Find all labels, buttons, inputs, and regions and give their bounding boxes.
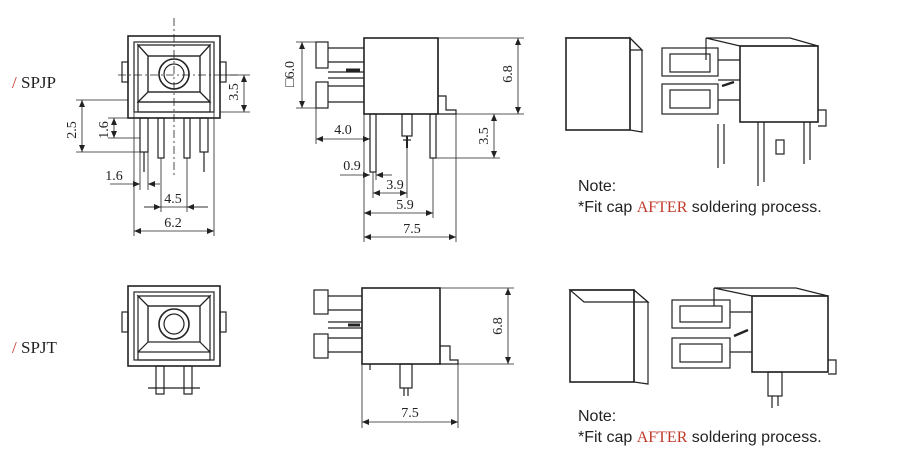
note-spjt: Note: *Fit cap AFTER soldering process. [578,406,822,448]
note-suffix: soldering process. [687,429,822,446]
dim-spjp-side-4-0: 4.0 [334,123,352,138]
note-emphasis: AFTER [636,199,688,216]
spjt-front-view [121,285,227,395]
variant-slash: / [12,73,17,92]
spjp-front-view [118,18,240,175]
note-prefix: *Fit cap [578,199,637,216]
spjt-side-view [313,287,459,396]
dim-spjt-side-7-5: 7.5 [401,406,419,421]
spjp-body-3d [661,37,827,186]
dim-spjp-side-0-9: 0.9 [343,159,361,174]
variant-name: SPJP [20,73,56,92]
spjt-side-dimensions [361,287,514,428]
spjp-side-view [315,37,457,173]
variant-slash: / [12,338,17,357]
dim-spjp-front-1-6-horizontal: 1.6 [105,169,123,184]
note-title: Note: [578,408,617,425]
spjt-body-3d [671,287,837,408]
variant-label-spjt: / SPJT [12,338,57,358]
dim-spjp-side-6-8: 6.8 [501,65,516,83]
note-text: *Fit cap AFTER soldering process. [578,197,822,218]
spjp-cap-3d [564,36,644,133]
dim-spjp-front-4-5: 4.5 [164,192,182,207]
dim-spjp-side-6-0: □6.0 [283,61,298,87]
dim-spjp-front-3-5: 3.5 [227,83,242,101]
note-title: Note: [578,178,617,195]
dim-spjp-side-3-9: 3.9 [386,178,404,193]
note-spjp: Note: *Fit cap AFTER soldering process. [578,176,822,218]
spjp-front-dimensions [76,74,250,236]
note-suffix: soldering process. [687,199,822,216]
note-prefix: *Fit cap [578,429,637,446]
dim-spjp-front-1-6-vertical: 1.6 [97,121,112,139]
variant-label-spjp: / SPJP [12,73,56,93]
dim-spjt-side-6-8: 6.8 [491,317,506,335]
dim-spjp-side-5-9: 5.9 [396,198,414,213]
note-text: *Fit cap AFTER soldering process. [578,427,822,448]
dim-spjp-side-7-5: 7.5 [403,222,421,237]
note-emphasis: AFTER [636,429,688,446]
variant-name: SPJT [20,338,57,357]
spjt-cap-3d [568,288,650,385]
dim-spjp-front-2-5: 2.5 [65,121,80,139]
spjp-side-dimensions [296,37,524,242]
dim-spjp-front-6-2: 6.2 [164,216,182,231]
dim-spjp-side-3-5: 3.5 [477,127,492,145]
